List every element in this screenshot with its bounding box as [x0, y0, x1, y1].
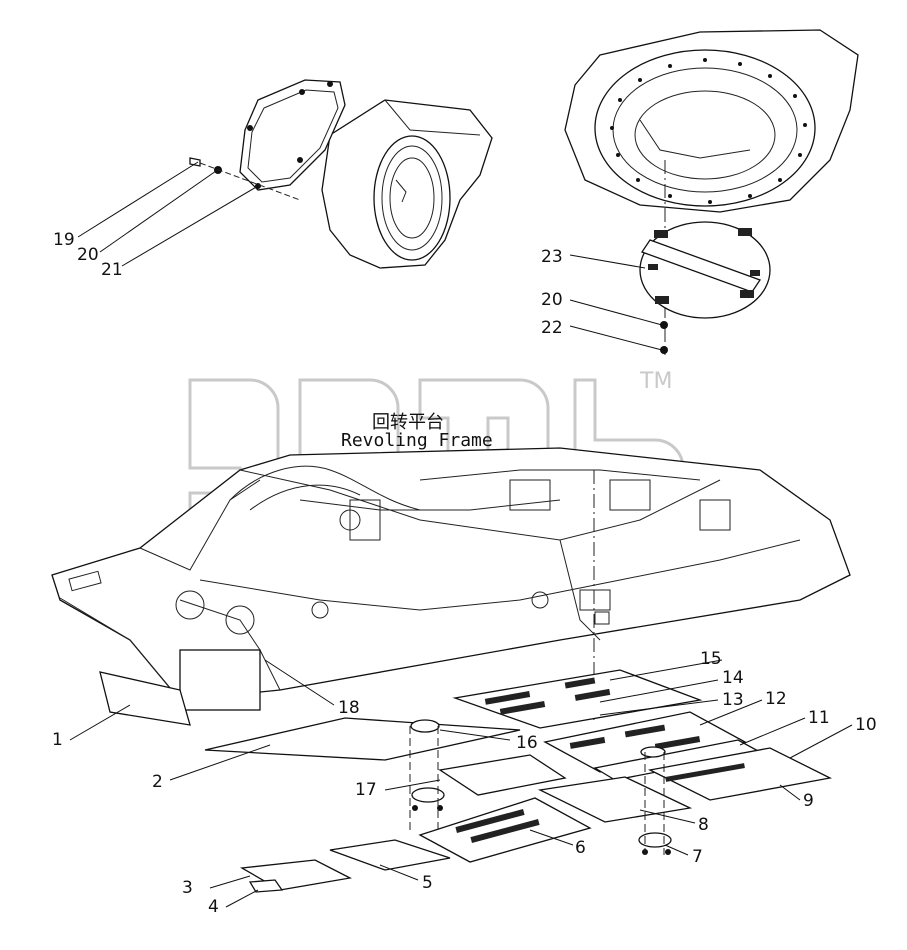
- callout-10: 10: [855, 715, 877, 735]
- under-covers: [99, 669, 833, 893]
- ring-13: [640, 746, 666, 758]
- cover-10: [647, 747, 833, 801]
- bolt-19: [189, 157, 201, 167]
- callout-4: 4: [208, 897, 219, 917]
- cover-4: [248, 879, 284, 893]
- callout-13: 13: [722, 690, 744, 710]
- callout-8: 8: [698, 815, 709, 835]
- title-english: Revoling Frame: [341, 430, 493, 451]
- turntable-assembly: [564, 29, 859, 355]
- washer-20-b: [660, 321, 668, 329]
- callout-20-b: 20: [541, 290, 563, 310]
- callout-23: 23: [541, 247, 563, 267]
- cover-12: [543, 711, 747, 773]
- callout-15: 15: [700, 649, 722, 669]
- bolt-22: [660, 346, 668, 354]
- callout-labels: 1 2 3 4 5 6 7 8 9 10 11 12 13 14 15 16 1…: [52, 230, 877, 917]
- callout-2: 2: [152, 772, 163, 792]
- leader-lines: [69, 161, 853, 908]
- ring-7: [638, 832, 672, 848]
- turntable-bolt-holes: [610, 58, 807, 204]
- callout-9: 9: [803, 791, 814, 811]
- callout-12: 12: [765, 689, 787, 709]
- callout-22: 22: [541, 318, 563, 338]
- callout-7: 7: [692, 847, 703, 867]
- callout-16: 16: [516, 733, 538, 753]
- cover-2: [204, 717, 521, 761]
- callout-17: 17: [355, 780, 377, 800]
- ring-16: [410, 719, 440, 733]
- callout-6: 6: [575, 838, 586, 858]
- callout-20-a: 20: [77, 245, 99, 265]
- ring-17: [411, 787, 445, 803]
- callout-19: 19: [53, 230, 75, 250]
- callout-18: 18: [338, 698, 360, 718]
- rear-housing-assembly: [189, 79, 493, 269]
- callout-1: 1: [52, 730, 63, 750]
- callout-14: 14: [722, 668, 744, 688]
- cover-17: [438, 754, 567, 796]
- revolving-frame: [51, 447, 851, 720]
- cover-1: [99, 671, 191, 726]
- callout-3: 3: [182, 878, 193, 898]
- watermark-tm: TM: [639, 369, 672, 394]
- cover-5: [329, 839, 451, 871]
- callout-21: 21: [101, 260, 123, 280]
- title-chinese: 回转平台: [372, 412, 444, 433]
- callout-11: 11: [808, 708, 830, 728]
- cover-8: [537, 776, 693, 823]
- callout-5: 5: [422, 873, 433, 893]
